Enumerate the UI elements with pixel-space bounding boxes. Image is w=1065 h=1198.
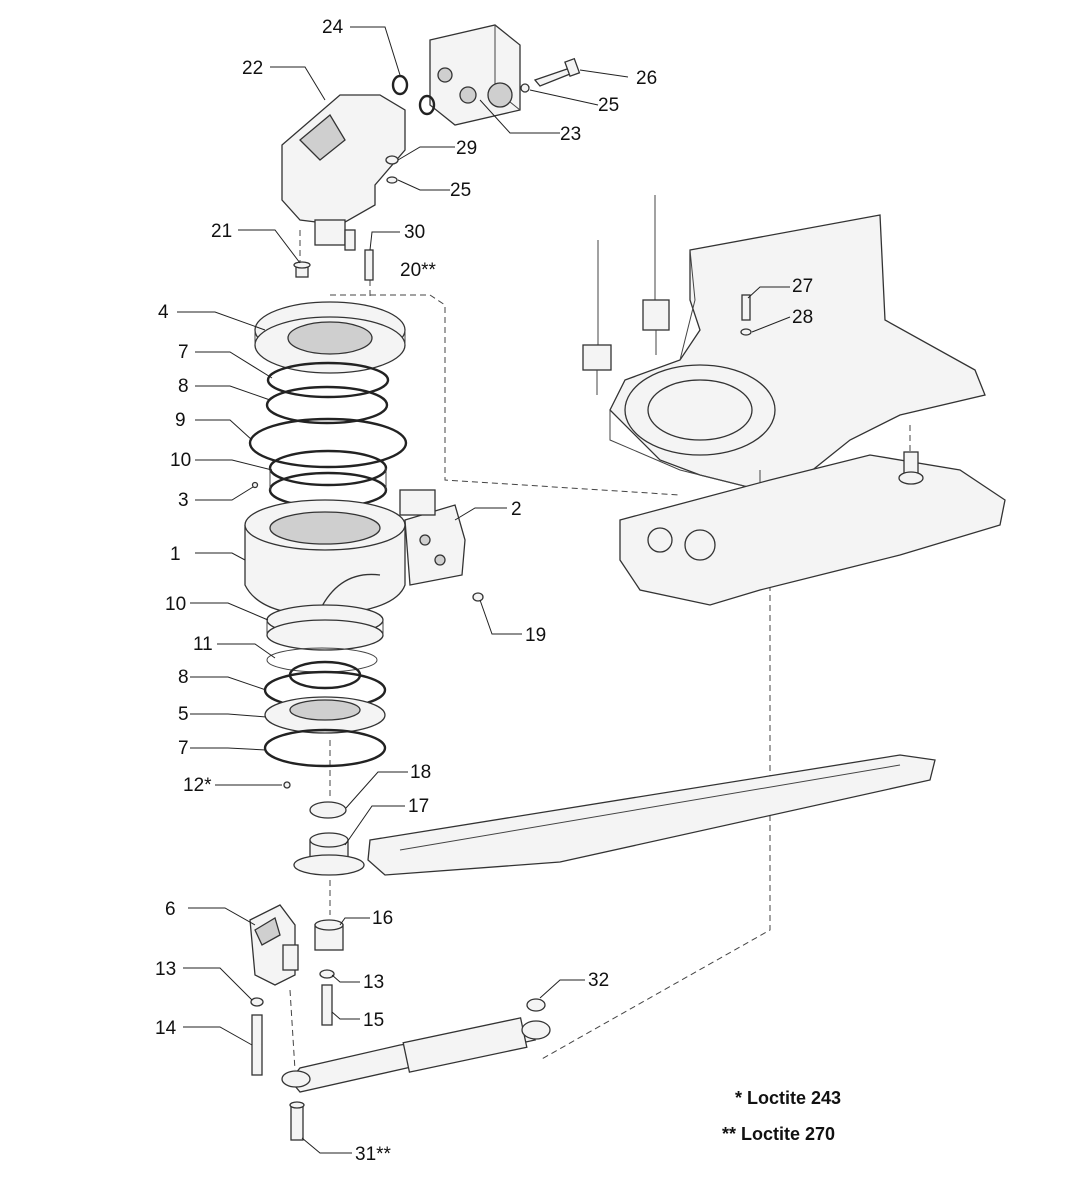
saw-guide-bar <box>367 754 936 876</box>
callout-8-b: 8 <box>178 667 189 688</box>
hydraulic-cylinder <box>281 1017 551 1093</box>
callout-26: 26 <box>636 68 657 89</box>
callout-16: 16 <box>372 908 393 929</box>
callout-19: 19 <box>525 625 546 646</box>
part-3 <box>251 481 259 489</box>
callout-22: 22 <box>242 58 263 79</box>
valve-block-23 <box>429 24 521 126</box>
callout-11: 11 <box>193 634 213 655</box>
adhesive-notes: * Loctite 243 ** Loctite 270 <box>722 1088 841 1144</box>
sprocket-17 <box>293 832 365 876</box>
callout-10-b: 10 <box>165 594 186 615</box>
callout-12: 12* <box>183 775 212 796</box>
washer-13-a <box>250 997 264 1007</box>
callout-29: 29 <box>456 138 477 159</box>
nut-32 <box>526 998 546 1012</box>
callout-14: 14 <box>155 1018 177 1039</box>
o-ring-24-a <box>391 74 409 96</box>
bearing-10-top <box>268 449 388 509</box>
callout-7-b: 7 <box>178 738 189 759</box>
sensor-cables <box>582 195 670 395</box>
callout-13-a: 13 <box>155 959 176 980</box>
callout-24: 24 <box>322 17 344 38</box>
frame-pivot-pin <box>898 451 924 485</box>
pin-20 <box>364 249 374 281</box>
callout-31: 31** <box>355 1144 392 1165</box>
bolt-27 <box>740 294 752 336</box>
plug-21 <box>293 261 311 278</box>
o-ring-24-b <box>418 94 436 116</box>
callout-27: 27 <box>792 276 813 297</box>
callout-25-a: 25 <box>598 95 619 116</box>
frame-mounting-plate <box>609 214 986 491</box>
note-loctite-243: * Loctite 243 <box>735 1088 841 1108</box>
hydraulic-motor-22 <box>281 94 406 251</box>
callout-2: 2 <box>511 499 522 520</box>
callout-7-a: 7 <box>178 342 189 363</box>
callout-13-b: 13 <box>363 972 384 993</box>
callout-4: 4 <box>158 302 169 323</box>
callout-3: 3 <box>178 490 189 511</box>
callout-17: 17 <box>408 796 429 817</box>
bracket-2 <box>399 489 466 586</box>
callout-28: 28 <box>792 307 813 328</box>
bearing-10-bottom <box>266 604 384 651</box>
pin-31 <box>289 1101 305 1141</box>
nut-16 <box>314 919 344 951</box>
callout-5: 5 <box>178 704 189 725</box>
bolt-14 <box>251 1014 263 1076</box>
seal-11 <box>266 647 378 673</box>
o-ring-8-top <box>265 385 389 425</box>
top-flange-4 <box>254 301 406 374</box>
callout-25-b: 25 <box>450 180 471 201</box>
screw-19 <box>472 592 484 602</box>
frame-lower-plate <box>619 454 1006 606</box>
cover-5 <box>264 696 386 734</box>
washer-13-b <box>319 969 335 979</box>
callout-32: 32 <box>588 970 609 991</box>
callout-labels: 24 22 26 25 23 29 25 21 30 20** 27 28 4 … <box>155 17 813 1165</box>
leader-lines <box>177 26 791 1154</box>
callout-10-a: 10 <box>170 450 191 471</box>
callout-6: 6 <box>165 899 176 920</box>
washer-18 <box>309 801 347 819</box>
callout-18: 18 <box>410 762 431 783</box>
ring-9 <box>248 417 408 469</box>
washer-25 <box>386 176 398 184</box>
callout-30: 30 <box>404 222 425 243</box>
callout-1: 1 <box>170 544 181 565</box>
ring-7-bottom <box>263 728 387 768</box>
inner-ring-8 <box>288 660 362 690</box>
callout-8-a: 8 <box>178 376 189 397</box>
slewing-housing-1 <box>244 499 406 616</box>
callout-20: 20** <box>400 260 437 281</box>
callout-15: 15 <box>363 1010 384 1031</box>
callout-21: 21 <box>211 221 232 242</box>
callout-23: 23 <box>560 124 581 145</box>
bolt-26 <box>520 57 581 93</box>
note-loctite-270: ** Loctite 270 <box>722 1124 835 1144</box>
callout-9: 9 <box>175 410 186 431</box>
screw-12 <box>283 781 291 789</box>
ring-7-top <box>266 361 390 399</box>
fitting-29 <box>385 155 399 165</box>
clamp-6 <box>249 904 299 986</box>
pin-15 <box>321 984 333 1026</box>
